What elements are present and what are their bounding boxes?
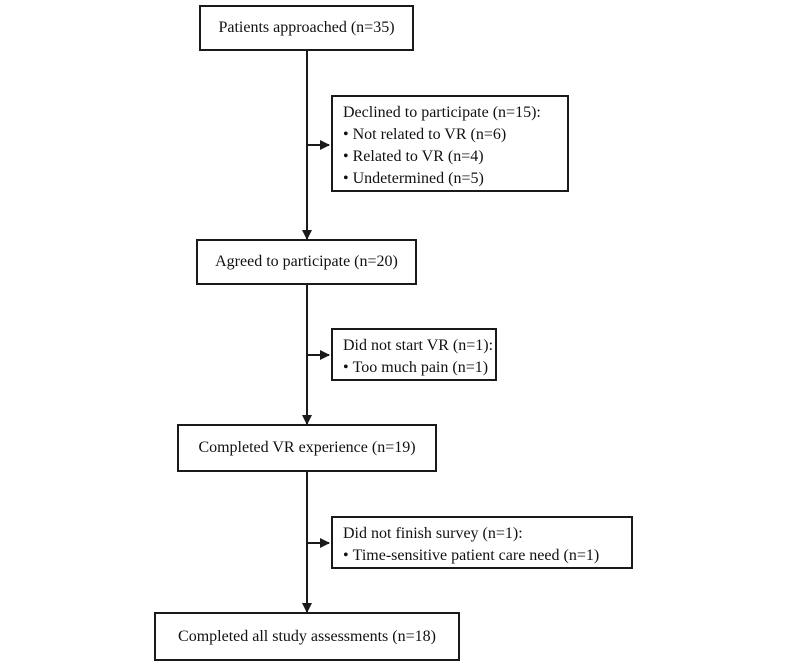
- exclusion-did-not-start-vr: Did not start VR (n=1): Too much pain (n…: [331, 328, 497, 381]
- exclusion-title: Declined to participate (n=15):: [343, 104, 541, 121]
- step-label: Agreed to participate (n=20): [215, 253, 398, 270]
- step-label: Completed VR experience (n=19): [198, 439, 416, 456]
- step-completed-vr-experience: Completed VR experience (n=19): [177, 424, 437, 472]
- exclusion-title: Did not finish survey (n=1):: [343, 525, 523, 542]
- exclusion-reason: Too much pain (n=1): [343, 357, 488, 379]
- exclusion-declined: Declined to participate (n=15): Not rela…: [331, 95, 569, 192]
- exclusion-reason: Related to VR (n=4): [343, 146, 557, 168]
- exclusion-did-not-finish-survey: Did not finish survey (n=1): Time-sensit…: [331, 516, 633, 569]
- step-patients-approached: Patients approached (n=35): [199, 5, 414, 51]
- exclusion-reason: Time-sensitive patient care need (n=1): [343, 545, 621, 567]
- step-agreed-to-participate: Agreed to participate (n=20): [196, 239, 417, 285]
- step-label: Patients approached (n=35): [218, 19, 395, 36]
- exclusion-title: Did not start VR (n=1):: [343, 337, 494, 354]
- exclusion-reason: Not related to VR (n=6): [343, 124, 557, 146]
- step-completed-all-assessments: Completed all study assessments (n=18): [154, 612, 460, 661]
- exclusion-reason: Undetermined (n=5): [343, 168, 557, 190]
- step-label: Completed all study assessments (n=18): [178, 627, 436, 645]
